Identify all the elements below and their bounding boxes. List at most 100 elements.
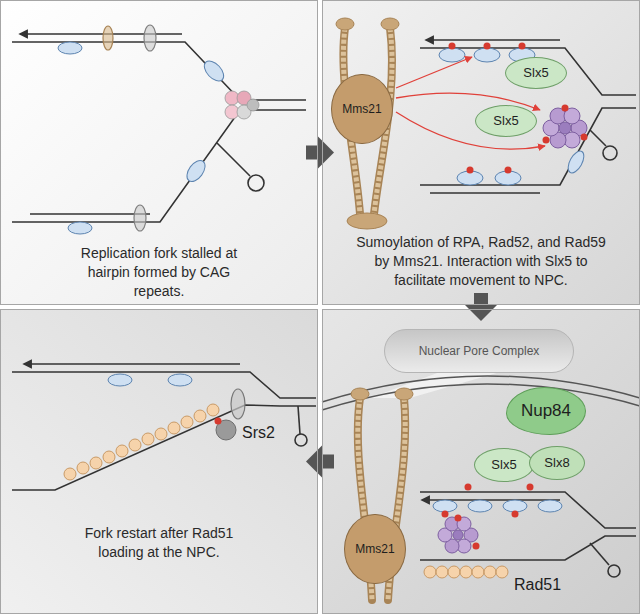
rpa-oval bbox=[58, 42, 82, 54]
sumo-dot bbox=[465, 484, 472, 491]
sumo-dot bbox=[455, 515, 462, 522]
protein-name: Slx8 bbox=[544, 455, 569, 471]
protein-oval: Mms21 bbox=[331, 74, 392, 144]
step-panel: Sumoylation of RPA, Rad52, and Rad59 by … bbox=[322, 0, 640, 305]
step-caption: Sumoylation of RPA, Rad52, and Rad59 by … bbox=[350, 233, 612, 290]
smc-head bbox=[395, 388, 413, 400]
rpa-oval bbox=[433, 500, 457, 512]
step-panel: Nuclear Pore ComplexNup84Slx5 Slx8Mms21 bbox=[322, 309, 640, 614]
clamp-ring bbox=[231, 389, 245, 419]
dna-strand bbox=[420, 492, 636, 572]
protein-blob: Nup84 bbox=[506, 387, 586, 435]
rad51-bead bbox=[436, 566, 448, 578]
hairpin-loop bbox=[608, 565, 620, 577]
nuclear-envelope bbox=[322, 384, 640, 410]
rad51-bead bbox=[424, 566, 508, 578]
hairpin-loop bbox=[248, 175, 264, 191]
clamp-ring bbox=[231, 389, 245, 419]
rpa-oval bbox=[183, 157, 208, 185]
dna-strand bbox=[420, 536, 636, 560]
rad51-bead bbox=[496, 566, 508, 578]
protein-name: Slx5 bbox=[523, 65, 548, 81]
sumo-dot bbox=[442, 511, 449, 518]
clamp-ring bbox=[103, 25, 156, 231]
protein-name: Mms21 bbox=[355, 542, 394, 556]
rpa-oval bbox=[538, 500, 562, 512]
srs2-helicase bbox=[215, 418, 237, 441]
dna-strand bbox=[12, 405, 316, 490]
sumo-dot bbox=[467, 167, 474, 174]
rpa-oval bbox=[439, 48, 587, 185]
rad51-bead bbox=[181, 416, 193, 428]
protein-label: Rad51 bbox=[514, 575, 561, 594]
flow-arrow bbox=[465, 293, 497, 321]
srs2-helicase bbox=[215, 418, 222, 425]
protein-name: Slx5 bbox=[491, 457, 516, 473]
dna-strand bbox=[30, 363, 240, 365]
rad52-ring bbox=[438, 517, 478, 553]
rad51-bead bbox=[64, 468, 76, 480]
rad51-bead bbox=[460, 566, 472, 578]
dna-strand bbox=[432, 39, 560, 41]
dna-strand bbox=[217, 143, 250, 176]
sumo-dot bbox=[527, 484, 534, 491]
protein-name: Slx5 bbox=[493, 113, 518, 129]
protein-name: Mms21 bbox=[342, 102, 381, 116]
rad51-bead bbox=[194, 410, 206, 422]
rad51-bead bbox=[155, 428, 167, 440]
dna-strand bbox=[420, 48, 636, 95]
protein-oval: Slx5 bbox=[505, 57, 567, 89]
dna-strand bbox=[590, 543, 609, 565]
flow-arrow bbox=[306, 137, 334, 169]
dna-strand bbox=[590, 130, 606, 146]
smc-head bbox=[351, 388, 413, 400]
step-caption: Replication fork stalled at hairpin form… bbox=[74, 244, 244, 301]
dna-strand bbox=[12, 34, 306, 222]
protein-oval: Slx8 bbox=[529, 446, 585, 480]
step-panel: Fork restart after Rad51 loading at the … bbox=[0, 309, 318, 614]
rpa-oval bbox=[168, 374, 192, 386]
dna-strand bbox=[430, 192, 540, 194]
rpa-oval bbox=[58, 42, 227, 234]
sumo-dot bbox=[543, 137, 550, 144]
protein-name: Nuclear Pore Complex bbox=[419, 344, 540, 358]
rad52-ring bbox=[559, 122, 571, 134]
rpa-oval bbox=[68, 222, 92, 234]
rad51-bead bbox=[129, 439, 141, 451]
dna-strand bbox=[298, 406, 300, 434]
sumo-dot bbox=[562, 105, 569, 112]
hairpin-loop bbox=[295, 434, 307, 446]
rpa-oval bbox=[474, 48, 500, 62]
sumo-dot bbox=[505, 167, 512, 174]
panel-ground bbox=[0, 0, 318, 305]
hairpin-loop bbox=[295, 434, 307, 446]
rad52-ring bbox=[543, 108, 587, 148]
rad51-bead bbox=[116, 445, 128, 457]
sumo-dot bbox=[512, 511, 519, 518]
flow-arrow bbox=[306, 446, 334, 478]
panel-ground bbox=[0, 309, 318, 614]
rad51-bead bbox=[77, 462, 89, 474]
helicase-cluster bbox=[247, 99, 259, 111]
hairpin-loop bbox=[248, 175, 264, 191]
protein-label: Srs2 bbox=[242, 423, 275, 442]
rad51-bead bbox=[64, 404, 219, 480]
sumo-dot bbox=[581, 134, 588, 141]
rpa-oval bbox=[108, 374, 192, 386]
clamp-ring bbox=[144, 25, 156, 51]
rpa-oval bbox=[565, 149, 587, 176]
rad51-bead bbox=[472, 566, 484, 578]
sumo-arrow bbox=[396, 57, 472, 88]
rad51-bead bbox=[448, 566, 460, 578]
protein-oval: Mms21 bbox=[344, 514, 405, 584]
protein-name: Nup84 bbox=[521, 401, 571, 421]
step-caption: Fork restart after Rad51 loading at the … bbox=[72, 524, 247, 562]
panel-ground bbox=[322, 0, 640, 305]
sumo-dot bbox=[442, 484, 534, 550]
sumo-dot bbox=[449, 43, 456, 50]
rad51-bead bbox=[424, 566, 436, 578]
